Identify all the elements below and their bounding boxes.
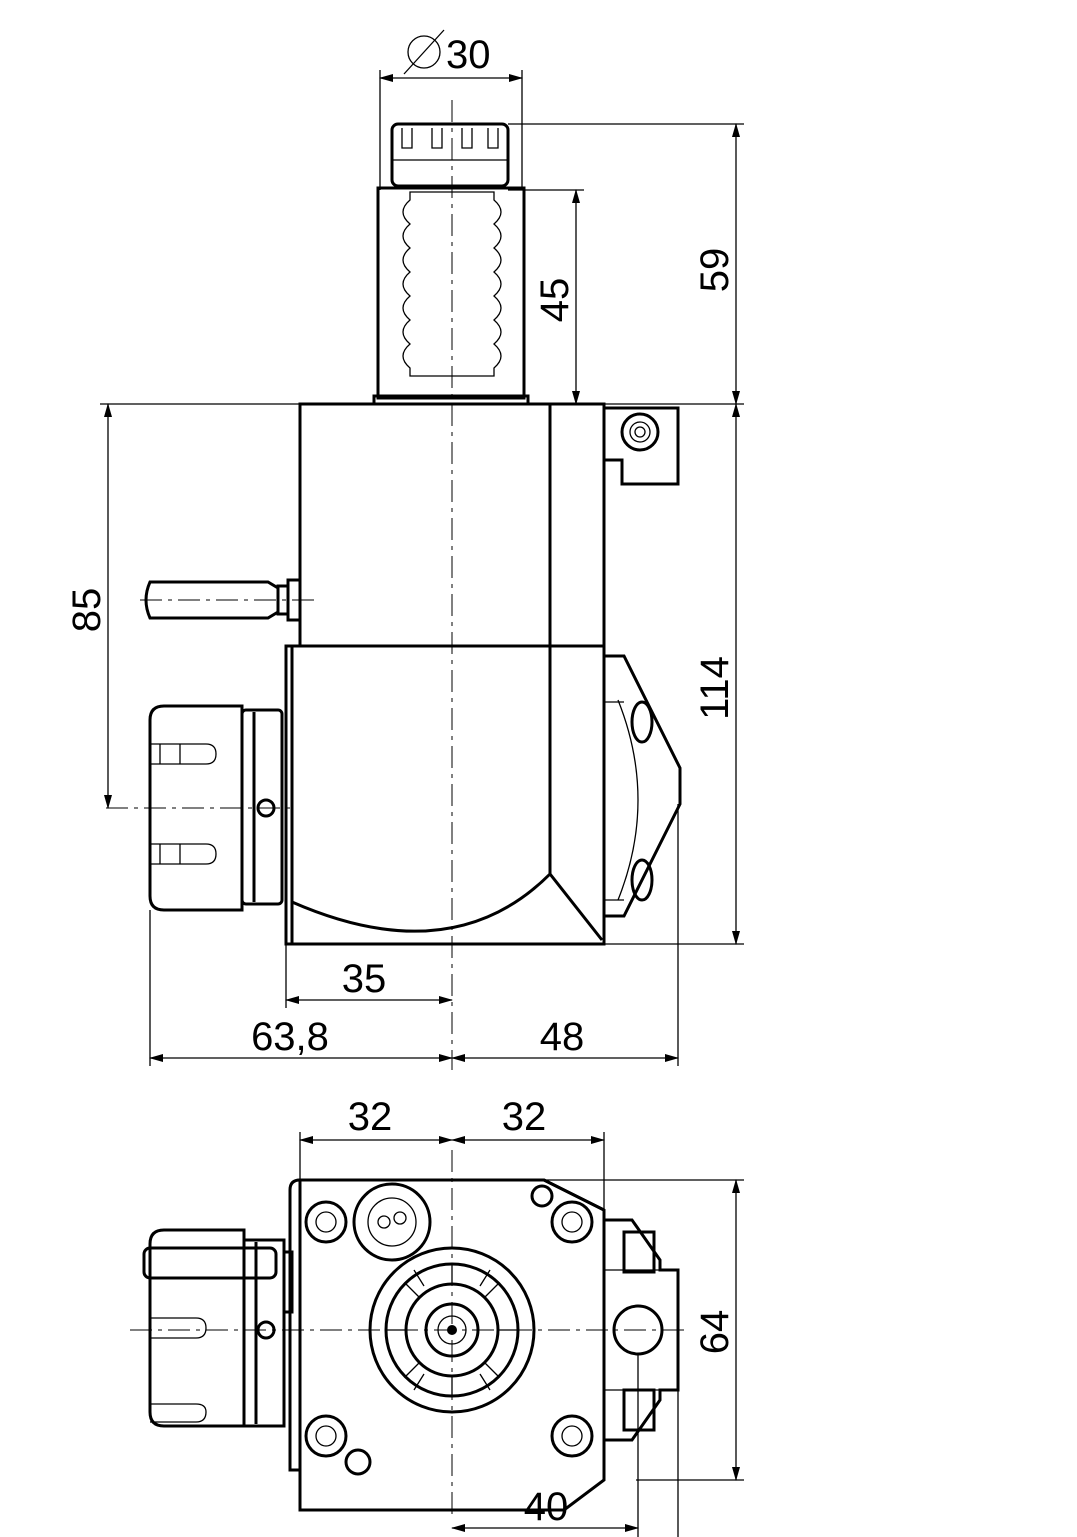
central-spindle [368,1246,536,1414]
upper-housing [140,402,680,648]
dim-side-width-label: 64 [693,1310,737,1355]
dim-collet-axis-height: 85 [65,403,300,809]
top-collet [142,1228,294,1428]
dim-right-extent-label: 48 [540,1015,585,1059]
lower-housing [284,644,682,946]
shank-collet-nut [390,122,510,188]
dim-top-left-label: 32 [348,1095,393,1139]
top-body [288,1178,606,1512]
top-view: 32 32 64 40 [130,1095,744,1537]
dim-collet-offset-label: 35 [342,957,387,1001]
dim-shank-height-label: 45 [533,278,577,323]
dim-total-height-top-label: 59 [693,248,737,293]
shank [372,186,530,406]
dim-shank-diameter: 30 [379,29,523,190]
coolant-port [352,1182,432,1262]
dim-total-height-top: 59 [508,123,744,405]
dim-body-height-label: 114 [693,656,737,720]
output-collet [106,704,290,912]
dim-top-halves: 32 32 [299,1095,605,1212]
dim-collet-axis-height-label: 85 [65,588,109,633]
dim-shank-height: 45 [508,189,584,405]
dim-shank-diameter-label: 30 [446,33,491,77]
dim-body-height: 114 [604,403,744,945]
dim-left-extent-label: 63,8 [251,1015,329,1059]
dim-bottom-extents: 63,8 48 [149,804,679,1066]
dim-bottom-width-label: 40 [524,1485,569,1529]
side-view: 30 59 45 114 85 [65,29,744,1070]
dim-top-right-label: 32 [502,1095,547,1139]
dim-bottom-width: 40 [451,1354,679,1537]
dim-side-width: 64 [544,1179,744,1481]
dim-collet-offset: 35 [285,944,453,1008]
corner-screws [304,1184,594,1476]
